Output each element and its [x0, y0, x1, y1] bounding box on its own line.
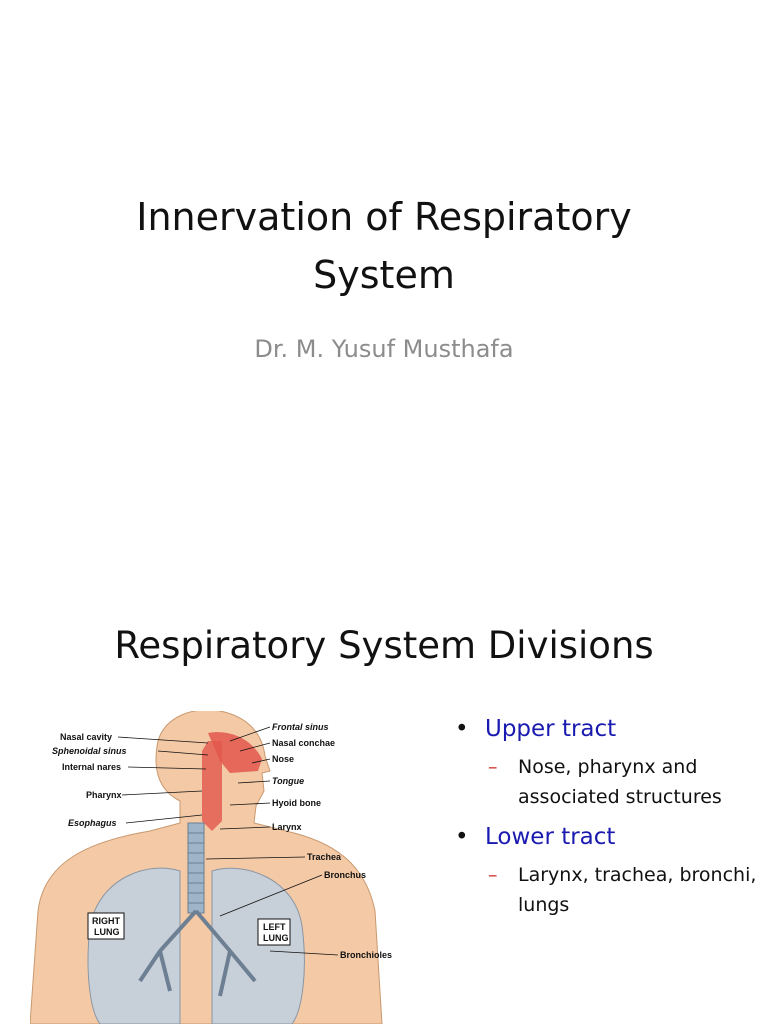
content-slide: Respiratory System Divisions: [0, 576, 768, 1024]
respiratory-diagram: Nasal cavity Sphenoidal sinus Internal n…: [30, 711, 392, 1024]
label-nasal-conchae: Nasal conchae: [272, 738, 335, 748]
sub-bullet-text: Larynx, trachea, bronchi, lungs: [518, 864, 757, 916]
trachea-shape: [187, 822, 205, 914]
slide-title: Innervation of Respiratory System: [0, 188, 768, 304]
label-hyoid-bone: Hyoid bone: [272, 798, 321, 808]
label-left-lung-2: LUNG: [263, 933, 289, 943]
label-bronchioles: Bronchioles: [340, 950, 392, 960]
label-tongue: Tongue: [272, 776, 304, 786]
right-lung-box: [87, 912, 125, 940]
bullet-label: Upper tract: [485, 716, 617, 742]
label-nose: Nose: [272, 754, 294, 764]
label-pharynx: Pharynx: [86, 790, 122, 800]
label-bronchus: Bronchus: [324, 870, 366, 880]
divisions-list: • Upper tract – Nose, pharynx and associ…: [455, 716, 765, 932]
left-lung-box: [257, 918, 291, 946]
bronchi-shape: [138, 909, 257, 997]
label-internal-nares: Internal nares: [62, 762, 121, 772]
title-slide: Innervation of Respiratory System Dr. M.…: [0, 188, 768, 363]
divisions-title: Respiratory System Divisions: [114, 624, 654, 667]
label-frontal-sinus: Frontal sinus: [272, 722, 329, 732]
author-subtitle: Dr. M. Yusuf Musthafa: [254, 335, 514, 363]
slide-title-line2: System: [313, 253, 455, 297]
slide-title-line1: Innervation of Respiratory: [136, 195, 632, 239]
bullet-dot: •: [455, 824, 469, 850]
label-right-lung-1: RIGHT: [92, 916, 121, 926]
label-left-lung-1: LEFT: [263, 922, 286, 932]
sub-bullet-lower-tract: – Larynx, trachea, bronchi, lungs: [488, 860, 765, 920]
bullet-label: Lower tract: [485, 824, 616, 850]
sub-bullet-text: Nose, pharynx and associated structures: [518, 756, 722, 808]
label-trachea: Trachea: [307, 852, 342, 862]
bullet-dot: •: [455, 716, 469, 742]
sub-dash: –: [488, 756, 498, 778]
label-larynx: Larynx: [272, 822, 302, 832]
label-right-lung-2: LUNG: [94, 927, 120, 937]
label-sphenoidal-sinus: Sphenoidal sinus: [52, 746, 127, 756]
left-lung-shape: [211, 867, 305, 1024]
bullet-upper-tract: • Upper tract: [455, 716, 765, 742]
sub-dash: –: [488, 864, 498, 886]
pharynx-shape: [202, 741, 222, 831]
sub-bullet-upper-tract: – Nose, pharynx and associated structure…: [488, 752, 765, 812]
bullet-lower-tract: • Lower tract: [455, 824, 765, 850]
label-esophagus: Esophagus: [68, 818, 117, 828]
label-nasal-cavity: Nasal cavity: [60, 732, 112, 742]
